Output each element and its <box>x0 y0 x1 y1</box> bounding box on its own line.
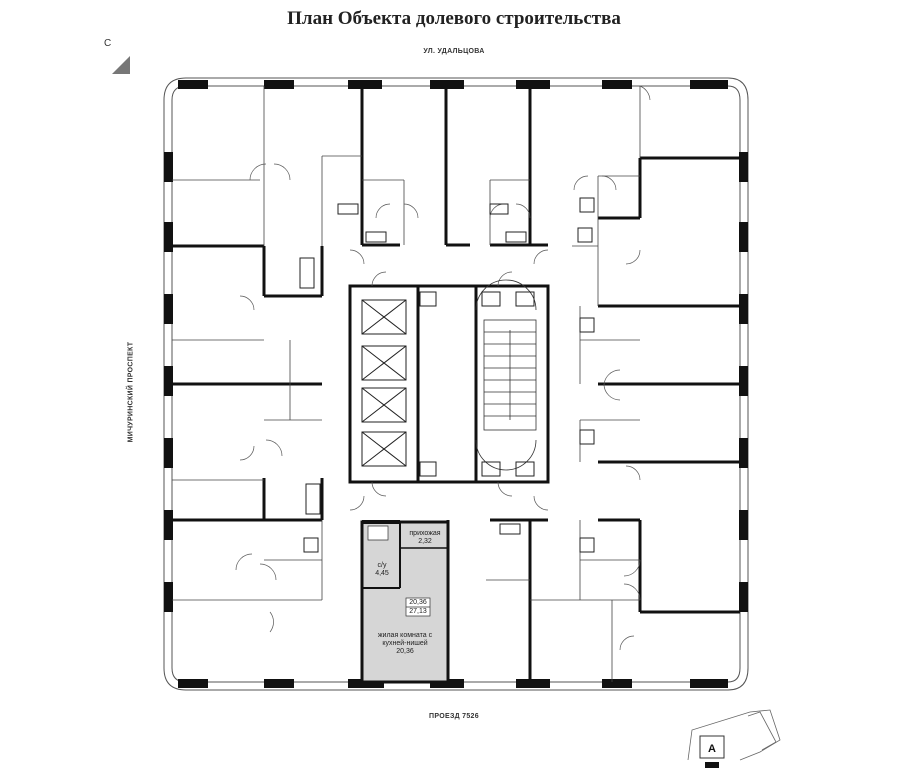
site-minimap: А <box>687 709 781 768</box>
living-area: 20,36 <box>409 599 427 606</box>
door-swings <box>235 85 651 651</box>
street-label-bottom: ПРОЕЗД 7526 <box>429 713 479 720</box>
room-name: жилая комната с кухней-нишей <box>377 632 433 647</box>
compass-letter: С <box>104 38 111 49</box>
section-marker-box <box>699 735 725 759</box>
section-marker-letter: А <box>708 743 716 755</box>
elevator-shafts <box>361 299 407 467</box>
utility-shafts <box>299 197 595 553</box>
area-box-values: 20,36 27,13 <box>406 599 430 616</box>
room-label-hallway: прихожая 2,32 <box>402 530 448 546</box>
facade-piers <box>164 80 748 688</box>
room-label-living: жилая комната с кухней-нишей 20,36 <box>366 632 444 656</box>
highlighted-apartment <box>360 520 450 684</box>
staircase <box>475 279 537 471</box>
plan-title: План Объекта долевого строительства <box>287 8 621 29</box>
total-area: 27,13 <box>409 608 427 615</box>
north-arrow-icon: С <box>104 38 130 74</box>
room-name: прихожая <box>409 530 441 537</box>
room-area: 2,32 <box>418 538 432 545</box>
interior-walls <box>172 86 740 682</box>
room-area: 4,45 <box>375 570 389 577</box>
room-area: 20,36 <box>396 648 414 655</box>
street-label-top: УЛ. УДАЛЬЦОВА <box>423 48 485 55</box>
room-label-bathroom: с/у 4,45 <box>366 562 398 578</box>
room-name: с/у <box>377 562 387 569</box>
